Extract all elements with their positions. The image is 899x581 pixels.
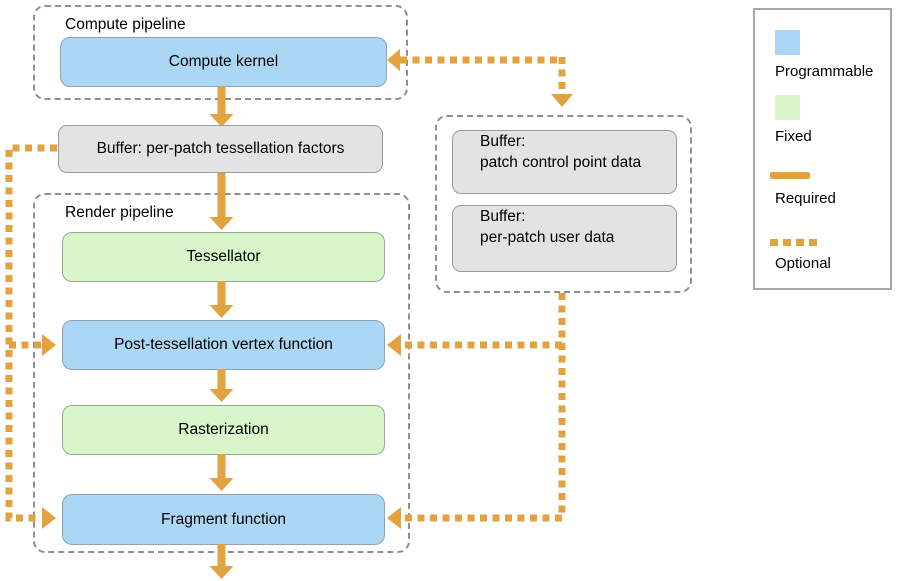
tess-factors-buffer-box: Buffer: per-patch tessellation factors <box>58 125 383 173</box>
arrowhead <box>209 478 234 491</box>
arrowhead <box>209 114 234 127</box>
patch-control-point-buffer-box: Buffer: patch control point data <box>452 130 677 194</box>
per-patch-user-data-buffer-box: Buffer: per-patch user data <box>452 205 677 272</box>
rasterization-box: Rasterization <box>62 405 385 455</box>
arrowhead-into-buffers-group <box>551 94 573 107</box>
buffer-label-line1: Buffer: <box>480 133 526 150</box>
optional-connector-left <box>5 144 57 529</box>
arrowhead-into-kernel <box>387 49 400 71</box>
legend-optional-line <box>770 239 817 246</box>
arrowhead-into-fragment <box>387 507 401 529</box>
post-tessellation-vertex-function-box: Post-tessellation vertex function <box>62 320 385 370</box>
legend-optional-label: Optional <box>775 255 831 272</box>
arrowhead <box>209 566 234 579</box>
render-pipeline-label: Render pipeline <box>65 204 174 221</box>
arrowhead <box>209 389 234 402</box>
arrowhead-into-fragment <box>42 507 56 529</box>
fragment-function-box: Fragment function <box>62 494 385 545</box>
required-arrows <box>209 86 234 579</box>
optional-connector-right <box>387 293 566 529</box>
buffer-label-line1: Buffer: <box>480 208 526 225</box>
legend-programmable-label: Programmable <box>775 63 874 80</box>
optional-line <box>401 293 566 522</box>
buffer-label-line2: patch control point data <box>480 154 642 171</box>
legend-required-label: Required <box>775 190 836 207</box>
patch-buffers-group: Buffer: patch control point data Buffer:… <box>435 115 692 293</box>
legend: Programmable Fixed Required Optional <box>753 8 892 290</box>
legend-fixed-label: Fixed <box>775 128 812 145</box>
legend-fixed-swatch <box>775 95 800 120</box>
arrowhead <box>209 217 234 230</box>
compute-pipeline-label: Compute pipeline <box>65 16 186 33</box>
arrowhead-into-postvertex <box>42 334 56 356</box>
arrowhead-into-postvertex <box>387 334 401 356</box>
arrowhead <box>209 305 234 318</box>
legend-required-line <box>770 172 810 179</box>
buffer-label-line2: per-patch user data <box>480 229 615 246</box>
optional-line <box>5 144 57 522</box>
legend-programmable-swatch <box>775 30 800 55</box>
optional-connector-kernel-buffers <box>387 49 573 107</box>
